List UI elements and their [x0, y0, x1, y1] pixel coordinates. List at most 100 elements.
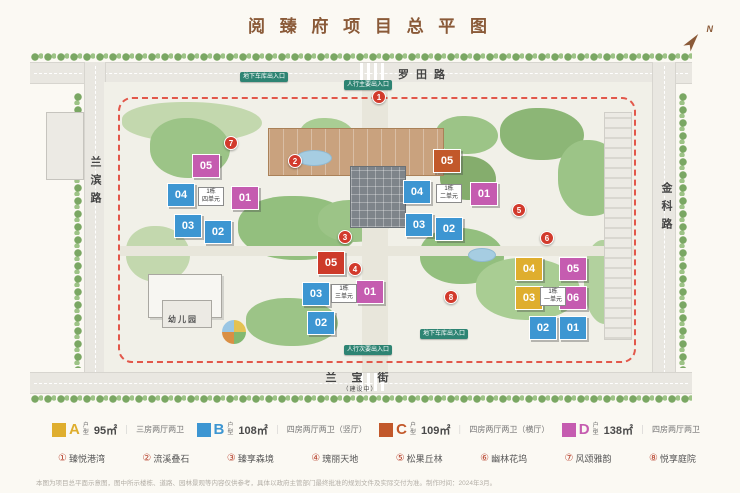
building-u1-02: 02	[529, 316, 557, 340]
legend-spot-label: 流溪叠石	[153, 454, 190, 464]
building-u1-03: 03	[515, 286, 543, 310]
legend-letter-a: A	[69, 421, 80, 438]
spot-marker-6: 6	[540, 231, 554, 245]
playground	[222, 320, 246, 344]
disclaimer-text: 本图为项目总平面示意图，图中所示楼栋、道路、园林景观等内容仅供参考，具体以政府主…	[36, 480, 497, 487]
building-u2-01: 01	[470, 182, 498, 206]
legend-spot-num: ⑤	[395, 453, 405, 464]
building-u3-05: 05	[317, 251, 345, 275]
building-u4-02: 02	[204, 220, 232, 244]
legend-suffix-b: 户型	[227, 422, 234, 436]
building-u2-02: 02	[435, 217, 463, 241]
entrance-garage-top: 地下车库出入口	[240, 72, 289, 82]
spot-marker-5: 5	[512, 203, 526, 217]
unit-label-line1: 1栋	[206, 189, 216, 195]
legend-type-a: A 户型 95㎡ ｜ 三房两厅两卫	[52, 421, 184, 438]
legend-spot-num: ③	[226, 453, 236, 464]
legend-separator: ｜	[637, 425, 647, 435]
legend-area-a: 95㎡	[93, 424, 118, 437]
legend-separator: ｜	[455, 425, 465, 435]
tree-row	[30, 394, 692, 404]
road-label-right: 金科路	[660, 182, 672, 236]
spot-marker-1: 1	[372, 90, 386, 104]
legend-spot-6: ⑥ 幽林花坞	[480, 452, 527, 465]
building-u4-03: 03	[174, 214, 202, 238]
entrance-pedestrian-secondary: 人行次要出入口	[344, 345, 393, 355]
legend-separator: ｜	[272, 425, 282, 435]
compass-north-label: N	[706, 24, 714, 34]
glass-atrium	[350, 166, 406, 228]
legend-type-d: D 户型 138㎡ ｜ 四房两厅两卫	[561, 421, 700, 438]
legend-spot-num: ②	[142, 453, 152, 464]
legend-spot-label: 风颂雅韵	[575, 454, 612, 464]
legend-desc-b: 四房两厅两卫（竖厅）	[286, 425, 367, 434]
legend-separator: ｜	[122, 425, 132, 435]
building-u4-05: 05	[192, 154, 220, 178]
legend-spot-label: 幽林花坞	[491, 454, 528, 464]
legend-spots: ① 臻悦港湾 ② 流溪叠石 ③ 臻享森境 ④ 瑰丽天地 ⑤ 松果丘林 ⑥ 幽林花…	[58, 452, 696, 465]
building-u3-02: 02	[307, 311, 335, 335]
unit-label-1: 1栋 一单元	[540, 287, 567, 306]
legend-unit-types: A 户型 95㎡ ｜ 三房两厅两卫 B 户型 108㎡ ｜ 四房两厅两卫（竖厅）…	[52, 421, 700, 438]
legend-spot-num: ⑧	[648, 453, 658, 464]
legend-spot-num: ①	[58, 453, 67, 464]
legend-spot-7: ⑦ 风颂雅韵	[565, 452, 612, 465]
legend-spot-label: 臻悦港湾	[68, 454, 105, 464]
legend-suffix-a: 户型	[82, 422, 89, 436]
road-right	[652, 62, 676, 392]
legend-type-c: C 户型 109㎡ ｜ 四房两厅两卫（横厅）	[379, 421, 549, 438]
legend-spot-num: ⑦	[564, 453, 574, 464]
road-left	[84, 62, 106, 392]
legend-spot-2: ② 流溪叠石	[142, 452, 189, 465]
building-u4-01: 01	[231, 186, 259, 210]
legend-desc-d: 四房两厅两卫	[651, 425, 700, 434]
legend-suffix-c: 户型	[409, 422, 416, 436]
legend-letter-d: D	[578, 421, 590, 438]
spot-marker-3: 3	[338, 230, 352, 244]
legend-area-d: 138㎡	[603, 424, 633, 437]
green-patch	[436, 116, 498, 154]
cross-path	[120, 246, 634, 256]
kindergarten-label: 幼儿园	[168, 315, 198, 324]
spot-marker-2: 2	[288, 154, 302, 168]
unit-label-line1: 1栋	[444, 186, 454, 192]
legend-letter-b: B	[213, 421, 225, 438]
building-u3-03: 03	[302, 282, 330, 306]
spot-marker-4: 4	[348, 262, 362, 276]
compass-needle-icon	[683, 34, 699, 52]
legend-letter-c: C	[396, 421, 407, 438]
legend-spot-3: ③ 臻享森境	[227, 452, 274, 465]
legend-spot-label: 悦享庭院	[659, 454, 696, 464]
road-label-bottom-name: 兰 宝 街	[325, 372, 395, 384]
legend-swatch-a	[52, 422, 66, 437]
legend-swatch-d	[561, 422, 576, 437]
entrance-garage-bottom: 地下车库出入口	[420, 329, 469, 339]
building-u4-04: 04	[167, 183, 195, 207]
legend-spot-num: ⑥	[480, 453, 490, 464]
adjacent-building	[46, 112, 84, 180]
legend-spot-5: ⑤ 松果丘林	[396, 452, 443, 465]
crosswalk-bottom	[360, 373, 384, 391]
unit-label-line2: 三单元	[335, 293, 354, 300]
legend-spot-1: ① 臻悦港湾	[58, 452, 105, 465]
parking-strip	[604, 112, 632, 340]
legend-spot-8: ⑧ 悦享庭院	[649, 452, 696, 465]
legend-suffix-d: 户型	[592, 422, 599, 436]
legend-spot-4: ④ 瑰丽天地	[311, 452, 358, 465]
unit-label-3: 1栋 三单元	[331, 284, 358, 303]
unit-label-line1: 1栋	[548, 289, 558, 295]
legend-spot-label: 臻享森境	[237, 454, 274, 464]
tree-column	[73, 92, 83, 368]
road-label-top: 罗田路	[398, 69, 452, 81]
legend-type-b: B 户型 108㎡ ｜ 四房两厅两卫（竖厅）	[196, 421, 367, 438]
legend-swatch-c	[379, 422, 394, 437]
road-label-bottom-note: （建设中）	[342, 387, 378, 394]
building-u3-01: 01	[356, 280, 384, 304]
legend-spot-label: 松果丘林	[406, 454, 443, 464]
spot-marker-8: 8	[444, 290, 458, 304]
unit-label-line2: 二单元	[440, 193, 459, 200]
legend-desc-a: 三房两厅两卫	[136, 425, 185, 434]
legend-desc-c: 四房两厅两卫（横厅）	[469, 425, 550, 434]
unit-label-2: 1栋 二单元	[436, 184, 463, 203]
